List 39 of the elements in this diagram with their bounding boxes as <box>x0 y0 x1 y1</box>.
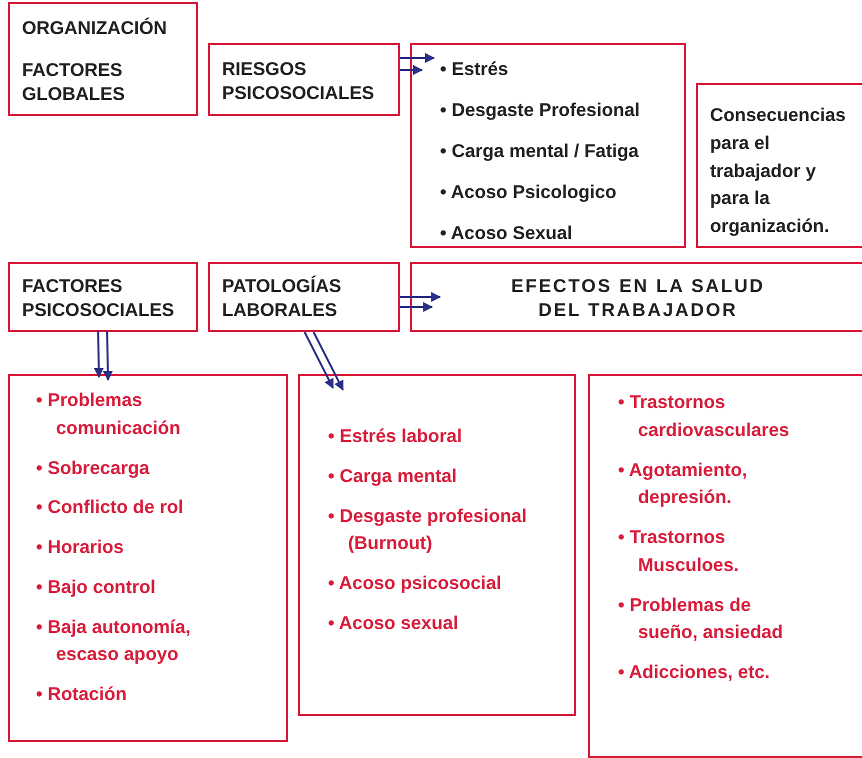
text-box <box>208 43 400 116</box>
box-text: ORGANIZACIÓN <box>22 16 168 40</box>
list-item: • Horarios <box>36 535 125 559</box>
list-item: • Conflicto de rol <box>36 495 184 520</box>
text-box <box>8 374 288 742</box>
text-box <box>696 83 862 248</box>
box-text: RIESGOS PSICOSOCIALES <box>222 57 376 106</box>
box-text: FACTORES PSICOSOCIALES <box>22 274 176 322</box>
list-item: • Carga mental <box>328 464 458 488</box>
box-text: EFECTOS EN LA SALUD DEL TRABAJADOR <box>510 274 766 322</box>
text-box <box>8 262 198 332</box>
text-box <box>298 374 576 716</box>
text-box <box>588 374 862 758</box>
list-item: • Baja autonomía, escaso apoyo <box>36 614 192 666</box>
box-text: FACTORES GLOBALES <box>22 58 126 106</box>
text-box <box>410 262 862 332</box>
box-text: PATOLOGÍAS LABORALES <box>222 274 342 322</box>
list-item: • Sobrecarga <box>36 456 150 480</box>
list-item: • Desgaste Profesional <box>440 98 641 122</box>
list-item: • Acoso Psicologico <box>440 180 618 204</box>
list-item: • Estrés laboral <box>328 424 463 448</box>
list-item: • Agotamiento, depresión. <box>618 458 748 510</box>
list-item: • Trastornos cardiovasculares <box>618 390 790 442</box>
list-item: • Acoso Sexual <box>440 221 574 246</box>
list-item: • Acoso sexual <box>328 610 460 635</box>
list-item: • Adicciones, etc. <box>618 660 771 684</box>
text-box <box>208 262 400 332</box>
text-box <box>8 2 198 116</box>
list-item: • Problemas de sueño, ansiedad <box>618 592 784 644</box>
list-item: • Trastornos Musculoes. <box>618 525 740 577</box>
list-item: • Bajo control <box>36 574 157 599</box>
list-item: • Desgaste profesional (Burnout) <box>328 504 528 556</box>
list-item: • Problemas comunicación <box>36 388 182 440</box>
list-item: • Carga mental / Fatiga <box>440 139 640 164</box>
list-item: • Rotación <box>36 682 128 706</box>
box-text: Consecuencias para el trabajador y para la organización. <box>710 103 847 238</box>
list-item: • Acoso psicosocial <box>328 571 502 595</box>
text-box <box>410 43 686 248</box>
list-item: • Estrés <box>440 57 510 81</box>
